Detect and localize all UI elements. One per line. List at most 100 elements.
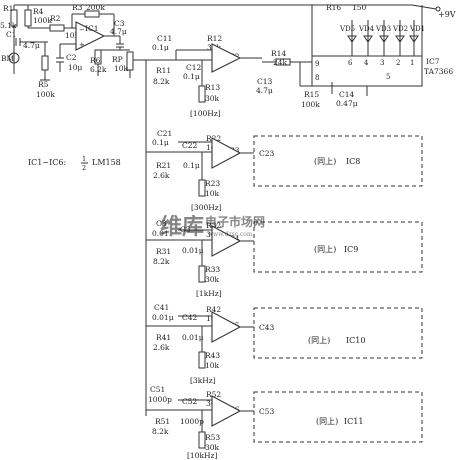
resistor-r13 [198, 85, 206, 103]
c2-value: 10μ [68, 63, 83, 72]
resistor-r4 [24, 9, 32, 27]
ic6-band: [10kHz] [187, 451, 218, 460]
ic5-band: [3kHz] [190, 376, 216, 385]
ic10-placeholder-box [253, 307, 423, 359]
r41-label: R41 [156, 333, 171, 342]
led-vd4: VD4 [358, 20, 375, 56]
c42-label: C42 [182, 313, 198, 322]
note-prefix: IC1~IC6: [28, 158, 66, 167]
resistor-r23 [198, 179, 206, 197]
c2-label: C2 [66, 53, 77, 62]
c31-label: C3 [156, 219, 167, 228]
ic7-pin-3: 3 [380, 59, 384, 67]
note-part: LM158 [92, 158, 121, 167]
c52-label: C52 [182, 397, 198, 406]
r11-label: R11 [156, 66, 171, 75]
opamp-ic2 [211, 43, 242, 73]
c23-label: C23 [259, 149, 275, 158]
c53-label: C53 [259, 407, 275, 416]
r1-value: 5.1k [0, 21, 17, 30]
c43-label: C43 [259, 323, 275, 332]
opamp-ic1 [75, 21, 106, 51]
ic11-same-note: (同上) [316, 417, 338, 426]
r21-label: R21 [156, 161, 171, 170]
watermark-cn: 电子市场网 [205, 214, 265, 229]
stage-ic6: C51 1000p C52 1000p R51 8.2k R52 30k R53… [146, 385, 423, 460]
ic3-band: [300Hz] [191, 203, 222, 212]
r43-value: 10k [205, 361, 220, 370]
r53-value: 30k [205, 443, 220, 452]
c22-value: 0.1μ [183, 161, 200, 170]
r16-value: 150 [352, 3, 367, 12]
stage-ic3: C21 0.1μ C22 0.1μ R21 2.6k R22 10k R23 1… [146, 129, 423, 212]
c41-value: 0.01μ [152, 313, 174, 322]
ic4-band: [1kHz] [196, 289, 222, 298]
r32-label: R32 [206, 221, 221, 230]
resistor-r2 [49, 24, 65, 32]
c12-label: C12 [186, 63, 202, 72]
led-vd3: VD3 [375, 20, 391, 56]
ic7-pin-5: 5 [386, 73, 390, 81]
ic8-same-note: (同上) [314, 157, 336, 166]
led-vd5-label: VD5 [339, 25, 355, 33]
c51-value: 1000p [148, 395, 172, 404]
led-row: VD5 VD4 VD3 VD2 VD1 [339, 20, 425, 56]
ic2-band: [100Hz] [190, 109, 221, 118]
opamp-ic4 [211, 225, 242, 257]
ic11-label: IC11 [344, 417, 363, 426]
r33-value: 30k [205, 275, 220, 284]
ic7-pin-2: 2 [396, 59, 400, 67]
c12-value: 0.1μ [183, 72, 200, 81]
rp-value: 10k [114, 64, 129, 73]
r5-value: 100k [36, 90, 55, 99]
c3-label: C3 [114, 19, 125, 28]
r1-label: R1 [3, 4, 13, 13]
led-vd2-icon [395, 35, 405, 43]
r12-label: R12 [207, 34, 222, 43]
c52-value: 1000p [180, 417, 204, 426]
c32-label: C3 [180, 225, 191, 234]
ic7-part: TA7366 [424, 67, 453, 76]
led-vd2-label: VD2 [392, 25, 408, 33]
stage-ic4: C3 0.01 C3 0.01μ R31 8.2k R32 30k R33 30… [146, 219, 423, 298]
r14-value: 24k [273, 58, 288, 67]
resistor-r14 [275, 58, 291, 66]
r51-label: R51 [155, 417, 170, 426]
rp-label: RP [112, 55, 123, 64]
c41-label: C41 [154, 303, 169, 312]
ic7-pin-9: 9 [315, 60, 319, 68]
ic8-placeholder-box [253, 135, 423, 187]
r23-value: 10k [205, 189, 220, 198]
note-fraction-den: 2 [82, 164, 86, 172]
c32-value: 0.01μ [182, 246, 204, 255]
r14-label: R14 [271, 49, 286, 58]
resistor-r53 [198, 431, 206, 449]
r15-label: R15 [304, 90, 319, 99]
r21-value: 2.6k [153, 171, 170, 180]
c14-value: 0.47μ [336, 99, 358, 108]
watermark-en: www.dzsc.com [208, 231, 253, 238]
c22-label: C22 [182, 141, 198, 150]
r13-label: R13 [205, 83, 220, 92]
r5-label: R5 [38, 80, 49, 89]
ic10-same-note: (同上) [308, 336, 330, 345]
resistor-r43 [198, 351, 206, 369]
opamp-ic3 [211, 137, 242, 169]
resistor-r33 [198, 265, 206, 283]
ic9-same-note: (同上) [314, 245, 336, 254]
c13-label: C13 [257, 77, 273, 86]
watermark: 维库 电子市场网 www.dzsc.com [160, 214, 265, 240]
r2-label: R2 [50, 14, 61, 23]
c13-value: 4.7μ [256, 86, 273, 95]
r16-label: R16 [326, 3, 341, 12]
led-vd1: VD1 [409, 20, 425, 56]
led-vd4-label: VD4 [358, 25, 375, 33]
ic7-pin-1: 1 [410, 59, 414, 67]
ic9-placeholder-box [253, 221, 423, 273]
ic11-placeholder-box [253, 391, 423, 443]
ic9-label: IC9 [344, 245, 358, 254]
r3-value: 200k [86, 3, 105, 12]
resistor-r1 [10, 9, 18, 27]
r2-value: 10k [65, 31, 80, 40]
